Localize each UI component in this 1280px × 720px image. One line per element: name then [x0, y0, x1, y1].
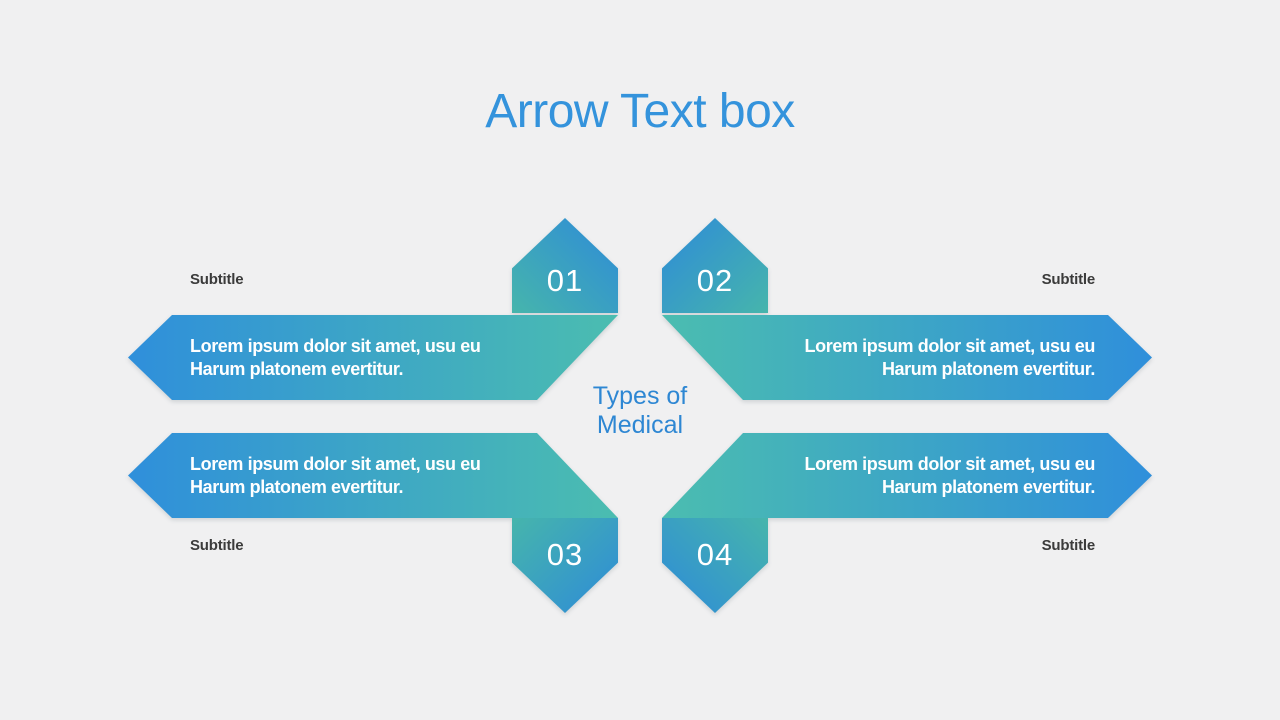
subtitle-bottom-right: Subtitle — [1041, 537, 1096, 554]
arrow-banner-01: Lorem ipsum dolor sit amet, usu eu Harum… — [128, 315, 618, 400]
banner-text-03: Lorem ipsum dolor sit amet, usu eu Harum… — [190, 453, 481, 497]
banner-text-02: Lorem ipsum dolor sit amet, usu eu Harum… — [804, 335, 1095, 379]
arrow-banner-04: Lorem ipsum dolor sit amet, usu eu Harum… — [662, 433, 1152, 518]
subtitle-bottom-left: Subtitle — [190, 537, 244, 554]
banner-text-01: Lorem ipsum dolor sit amet, usu eu Harum… — [190, 335, 481, 379]
slide-title: Arrow Text box — [485, 85, 795, 138]
step-number-02: 02 — [696, 263, 734, 298]
subtitle-top-right: Subtitle — [1041, 271, 1096, 288]
step-number-04: 04 — [696, 537, 734, 572]
number-pentagon-04: 04 — [662, 518, 768, 613]
step-number-03: 03 — [546, 537, 584, 572]
arrow-banner-03: Lorem ipsum dolor sit amet, usu eu Harum… — [128, 433, 618, 518]
center-caption: Types of Medical — [592, 382, 688, 439]
subtitle-top-left: Subtitle — [190, 271, 244, 288]
arrow-banner-02: Lorem ipsum dolor sit amet, usu eu Harum… — [662, 315, 1152, 400]
banner-text-04: Lorem ipsum dolor sit amet, usu eu Harum… — [804, 453, 1095, 497]
step-number-01: 01 — [546, 263, 584, 298]
